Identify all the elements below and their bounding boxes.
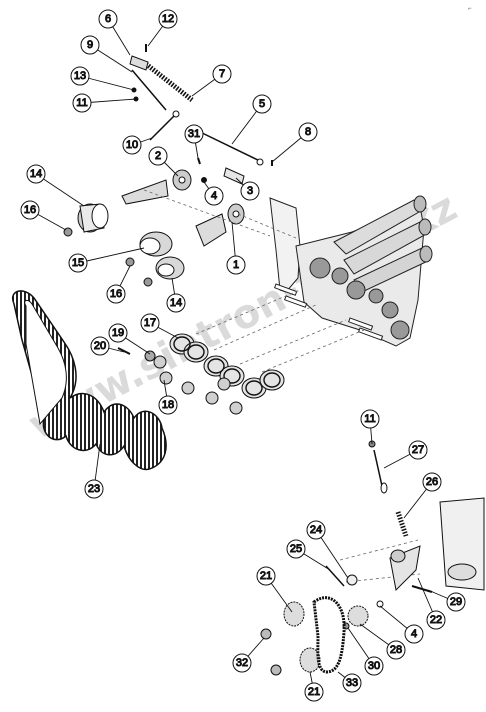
svg-text:20: 20 — [94, 340, 106, 352]
svg-text:16: 16 — [110, 288, 122, 300]
callout-24: 24 — [306, 520, 326, 540]
lower-drive-group — [260, 440, 485, 676]
callout-16-bottom: 16 — [106, 284, 126, 304]
callout-20: 20 — [90, 336, 110, 356]
svg-text:28: 28 — [390, 644, 402, 656]
callout-27: 27 — [408, 440, 428, 460]
svg-text:23: 23 — [88, 483, 100, 495]
svg-text:25: 25 — [290, 543, 302, 555]
callout-29: 29 — [446, 592, 466, 612]
idler-pulley-group — [63, 169, 245, 287]
svg-text:13: 13 — [74, 70, 86, 82]
callout-3: 3 — [240, 181, 260, 201]
callout-21-bottom: 21 — [304, 682, 324, 702]
callout-4-top: 4 — [204, 186, 224, 206]
svg-text:10: 10 — [126, 139, 138, 151]
svg-text:5: 5 — [259, 98, 265, 110]
callout-12: 12 — [158, 9, 178, 29]
svg-text:24: 24 — [310, 524, 322, 536]
callout-11-lower: 11 — [360, 409, 380, 429]
callout-6: 6 — [98, 9, 118, 29]
callout-7: 7 — [212, 64, 232, 84]
spring-rod-group — [129, 44, 273, 185]
svg-text:8: 8 — [305, 126, 311, 138]
callout-33: 33 — [342, 673, 362, 693]
callout-14-bottom: 14 — [166, 293, 186, 313]
svg-text:6: 6 — [105, 13, 111, 25]
svg-text:7: 7 — [219, 68, 225, 80]
drive-belt — [11, 290, 167, 471]
callout-4-bottom: 4 — [404, 624, 424, 644]
svg-text:12: 12 — [162, 13, 174, 25]
callout-16-top: 16 — [20, 200, 40, 220]
svg-text:11: 11 — [76, 97, 87, 109]
svg-text:21: 21 — [260, 570, 272, 582]
callout-11: 11 — [72, 93, 92, 113]
callout-10: 10 — [122, 135, 142, 155]
machine-frame-assembly — [269, 195, 433, 347]
svg-text:17: 17 — [144, 317, 156, 329]
callout-25: 25 — [286, 539, 306, 559]
callout-13: 13 — [70, 66, 90, 86]
svg-text:31: 31 — [188, 128, 200, 140]
ribbed-pulley-group — [117, 189, 421, 583]
svg-text:18: 18 — [162, 399, 174, 411]
svg-text:29: 29 — [450, 596, 462, 608]
svg-text:11: 11 — [364, 413, 375, 425]
callout-18: 18 — [158, 395, 178, 415]
svg-text:27: 27 — [412, 444, 424, 456]
svg-text:4: 4 — [211, 190, 217, 202]
svg-text:33: 33 — [346, 677, 358, 689]
callout-17: 17 — [140, 313, 160, 333]
callout-9: 9 — [80, 35, 100, 55]
callout-15: 15 — [68, 253, 88, 273]
callout-19: 19 — [108, 323, 128, 343]
svg-text:9: 9 — [87, 39, 93, 51]
svg-text:14: 14 — [170, 297, 182, 309]
callout-bubbles: 6 12 9 13 11 7 5 8 10 31 2 3 4 14 16 15 … — [20, 9, 466, 702]
svg-text:3: 3 — [247, 185, 253, 197]
callout-22: 22 — [426, 610, 446, 630]
svg-text:16: 16 — [24, 204, 36, 216]
svg-text:30: 30 — [368, 660, 380, 672]
callout-30: 30 — [364, 656, 384, 676]
svg-text:26: 26 — [426, 476, 438, 488]
svg-text:2: 2 — [155, 150, 161, 162]
callout-14-top: 14 — [26, 164, 46, 184]
svg-text:4: 4 — [411, 628, 417, 640]
svg-text:1: 1 — [233, 259, 239, 271]
callout-26: 26 — [422, 472, 442, 492]
svg-text:15: 15 — [72, 257, 84, 269]
svg-text:32: 32 — [236, 657, 248, 669]
leader-lines — [29, 18, 457, 693]
callout-32: 32 — [232, 653, 252, 673]
callout-1: 1 — [226, 255, 246, 275]
callout-28: 28 — [386, 640, 406, 660]
callout-31: 31 — [184, 124, 204, 144]
callout-23: 23 — [84, 479, 104, 499]
svg-text:21: 21 — [308, 686, 320, 698]
corner-mark: ⌐ — [468, 6, 472, 12]
callout-8: 8 — [298, 122, 318, 142]
callout-2: 2 — [148, 146, 168, 166]
callout-21-top: 21 — [256, 566, 276, 586]
svg-text:14: 14 — [30, 168, 42, 180]
svg-text:19: 19 — [112, 327, 124, 339]
callout-5: 5 — [252, 94, 272, 114]
svg-text:22: 22 — [430, 614, 442, 626]
